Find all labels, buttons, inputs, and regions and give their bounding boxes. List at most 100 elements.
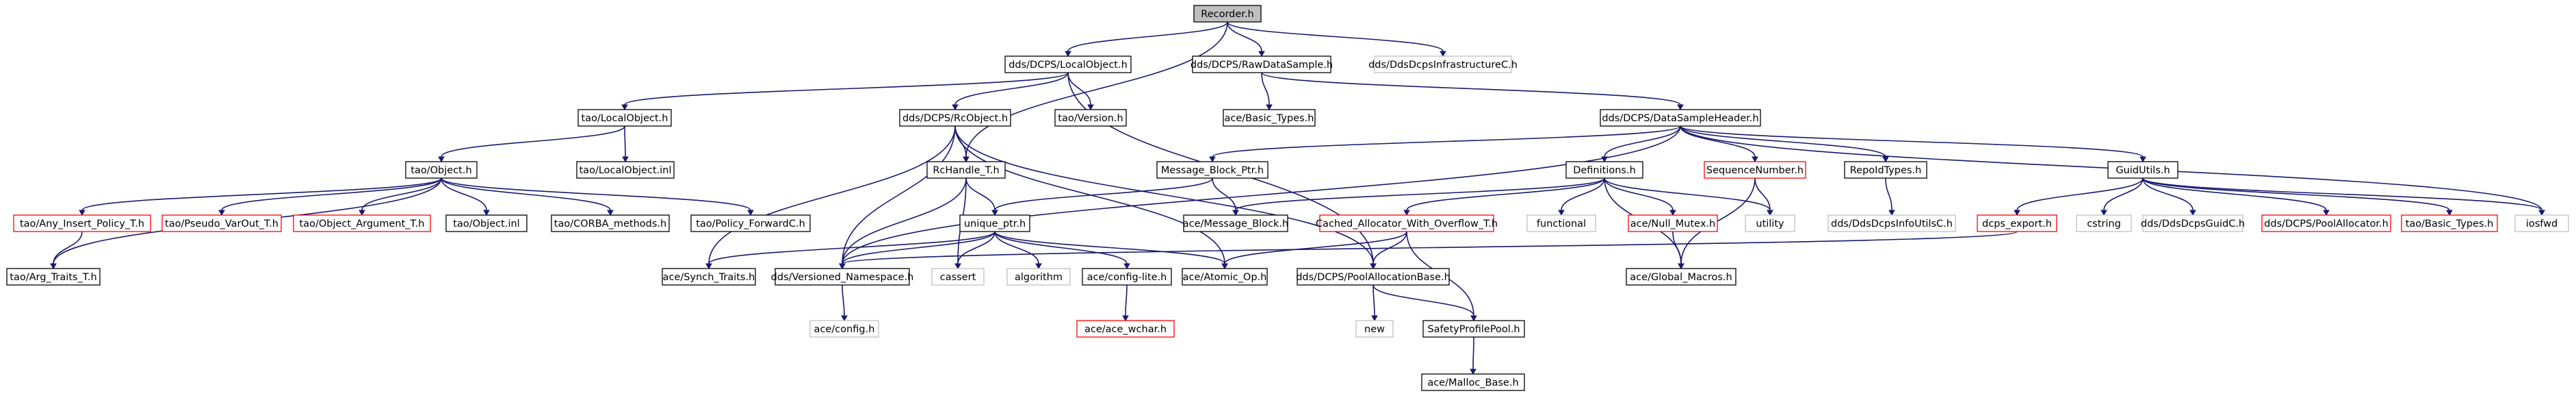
node-seqnum[interactable]: SequenceNumber.h bbox=[1704, 161, 1806, 179]
node-box-policyfwd[interactable] bbox=[690, 214, 811, 232]
node-box-msgblock[interactable] bbox=[1183, 214, 1288, 232]
node-box-rchandle[interactable] bbox=[926, 161, 1006, 179]
node-synchtraits[interactable]: ace/Synch_Traits.h bbox=[662, 268, 756, 286]
node-rchandle[interactable]: RcHandle_T.h bbox=[926, 161, 1006, 179]
node-box-taoversion[interactable] bbox=[1054, 109, 1127, 127]
edge-arrowhead-uniqueptr-to-algorithm bbox=[1035, 263, 1042, 270]
edge-definitions-to-utility bbox=[1604, 177, 1771, 211]
node-box-configlite[interactable] bbox=[1082, 268, 1172, 286]
node-box-rawdatasample[interactable] bbox=[1192, 55, 1331, 73]
edge-recorder-to-rchandle bbox=[965, 21, 1228, 158]
node-repoid[interactable]: RepoIdTypes.h bbox=[1844, 161, 1927, 179]
node-msgblock[interactable]: ace/Message_Block.h bbox=[1183, 214, 1288, 232]
edge-guidutils-to-taobasictypes bbox=[2142, 177, 2450, 211]
node-label-guidc: dds/DdsDcpsGuidC.h bbox=[2141, 219, 2245, 229]
edge-rchandle-to-versionedns bbox=[842, 177, 967, 264]
node-box-taolocalobject[interactable] bbox=[577, 109, 672, 127]
node-box-mbptr[interactable] bbox=[1156, 161, 1269, 179]
node-box-globalmacros[interactable] bbox=[1626, 268, 1736, 286]
node-objarg[interactable]: tao/Object_Argument_T.h bbox=[293, 214, 431, 232]
node-box-recorder[interactable] bbox=[1193, 5, 1262, 23]
node-versionedns[interactable]: dds/Versioned_Namespace.h bbox=[771, 268, 914, 286]
node-box-safetypool[interactable] bbox=[1422, 320, 1525, 338]
node-label-new: new bbox=[1364, 324, 1385, 335]
edge-arrowhead-recorder-to-infracpp bbox=[1440, 51, 1446, 58]
node-atomicop[interactable]: ace/Atomic_Op.h bbox=[1182, 268, 1268, 286]
node-box-basictypes[interactable] bbox=[1223, 109, 1316, 127]
node-box-dsheader[interactable] bbox=[1600, 109, 1761, 127]
node-box-rcobject[interactable] bbox=[899, 109, 1011, 127]
node-poolallocbase[interactable]: dds/DCPS/PoolAllocationBase.h bbox=[1296, 268, 1450, 286]
node-localobject[interactable]: dds/DCPS/LocalObject.h bbox=[1004, 55, 1132, 73]
node-label-cassert: cassert bbox=[940, 272, 976, 283]
node-mbptr[interactable]: Message_Block_Ptr.h bbox=[1156, 161, 1269, 179]
node-objectinl[interactable]: tao/Object.inl bbox=[445, 214, 528, 232]
node-box-uniqueptr[interactable] bbox=[959, 214, 1030, 232]
node-taolocalobjectinl[interactable]: tao/LocalObject.inl bbox=[576, 161, 675, 179]
node-label-iosfwd: iosfwd bbox=[2526, 219, 2558, 229]
node-box-objarg[interactable] bbox=[293, 214, 431, 232]
node-label-argtraits: tao/Arg_Traits_T.h bbox=[10, 272, 96, 283]
node-box-mallocbase[interactable] bbox=[1421, 373, 1525, 391]
node-box-guidutils[interactable] bbox=[2107, 161, 2178, 179]
node-poolalloc[interactable]: dds/DCPS/PoolAllocator.h bbox=[2261, 214, 2391, 232]
node-box-poolalloc[interactable] bbox=[2261, 214, 2391, 232]
node-pseudovar[interactable]: tao/Pseudo_VarOut_T.h bbox=[161, 214, 282, 232]
node-box-definitions[interactable] bbox=[1565, 161, 1643, 179]
node-corbamethods[interactable]: tao/CORBA_methods.h bbox=[551, 214, 670, 232]
node-taobasictypes[interactable]: tao/Basic_Types.h bbox=[2401, 214, 2498, 232]
node-box-taolocalobjectinl[interactable] bbox=[576, 161, 675, 179]
node-policyfwd[interactable]: tao/Policy_ForwardC.h bbox=[690, 214, 811, 232]
node-box-taoobject[interactable] bbox=[405, 161, 478, 179]
node-acewchar[interactable]: ace/ace_wchar.h bbox=[1076, 320, 1175, 338]
node-label-mbptr: Message_Block_Ptr.h bbox=[1161, 165, 1264, 176]
node-rawdatasample[interactable]: dds/DCPS/RawDataSample.h bbox=[1191, 55, 1333, 73]
node-box-corbamethods[interactable] bbox=[551, 214, 670, 232]
node-safetypool[interactable]: SafetyProfilePool.h bbox=[1422, 320, 1525, 338]
node-box-repoid[interactable] bbox=[1844, 161, 1927, 179]
node-aceconfig: ace/config.h bbox=[809, 320, 879, 338]
node-box-cachedalloc[interactable] bbox=[1319, 214, 1494, 232]
node-configlite[interactable]: ace/config-lite.h bbox=[1082, 268, 1172, 286]
node-box-cassert bbox=[931, 268, 985, 286]
node-box-seqnum[interactable] bbox=[1704, 161, 1806, 179]
node-dsheader[interactable]: dds/DCPS/DataSampleHeader.h bbox=[1600, 109, 1761, 127]
node-box-nullmutex[interactable] bbox=[1628, 214, 1718, 232]
node-basictypes[interactable]: ace/Basic_Types.h bbox=[1223, 109, 1316, 127]
node-label-globalmacros: ace/Global_Macros.h bbox=[1630, 272, 1732, 283]
node-argtraits[interactable]: tao/Arg_Traits_T.h bbox=[6, 268, 101, 286]
edge-guidutils-to-iosfwd bbox=[2142, 177, 2542, 211]
node-dcpsexport[interactable]: dcps_export.h bbox=[1977, 214, 2057, 232]
node-box-poolallocbase[interactable] bbox=[1297, 268, 1450, 286]
node-box-anyinsert[interactable] bbox=[13, 214, 151, 232]
node-box-pseudovar[interactable] bbox=[161, 214, 282, 232]
edge-arrowhead-rcobject-to-rchandle bbox=[963, 156, 970, 163]
node-box-objectinl[interactable] bbox=[445, 214, 528, 232]
node-box-argtraits[interactable] bbox=[6, 268, 101, 286]
node-box-atomicop[interactable] bbox=[1182, 268, 1268, 286]
node-box-taobasictypes[interactable] bbox=[2401, 214, 2498, 232]
node-uniqueptr[interactable]: unique_ptr.h bbox=[959, 214, 1030, 232]
node-label-taoobject: tao/Object.h bbox=[411, 165, 471, 176]
node-anyinsert[interactable]: tao/Any_Insert_Policy_T.h bbox=[13, 214, 151, 232]
node-mallocbase[interactable]: ace/Malloc_Base.h bbox=[1421, 373, 1525, 391]
node-nullmutex[interactable]: ace/Null_Mutex.h bbox=[1628, 214, 1718, 232]
edge-guidutils-to-dcpsexport bbox=[2016, 177, 2144, 211]
edge-arrowhead-definitions-to-cachedalloc bbox=[1403, 210, 1410, 216]
node-globalmacros[interactable]: ace/Global_Macros.h bbox=[1626, 268, 1736, 286]
node-taoversion[interactable]: tao/Version.h bbox=[1054, 109, 1127, 127]
edge-definitions-to-cachedalloc bbox=[1406, 177, 1605, 211]
node-box-localobject[interactable] bbox=[1004, 55, 1132, 73]
node-definitions[interactable]: Definitions.h bbox=[1565, 161, 1643, 179]
node-guidutils[interactable]: GuidUtils.h bbox=[2107, 161, 2178, 179]
node-box-versionedns[interactable] bbox=[775, 268, 910, 286]
node-box-dcpsexport[interactable] bbox=[1977, 214, 2057, 232]
node-box-synchtraits[interactable] bbox=[662, 268, 756, 286]
node-box-acewchar[interactable] bbox=[1076, 320, 1175, 338]
node-taolocalobject[interactable]: tao/LocalObject.h bbox=[577, 109, 672, 127]
node-rcobject[interactable]: dds/DCPS/RcObject.h bbox=[899, 109, 1011, 127]
node-recorder[interactable]: Recorder.h bbox=[1193, 5, 1262, 23]
node-taoobject[interactable]: tao/Object.h bbox=[405, 161, 478, 179]
node-cachedalloc[interactable]: Cached_Allocator_With_Overflow_T.h bbox=[1316, 214, 1498, 232]
edge-taoobject-to-policyfwd bbox=[441, 177, 751, 211]
